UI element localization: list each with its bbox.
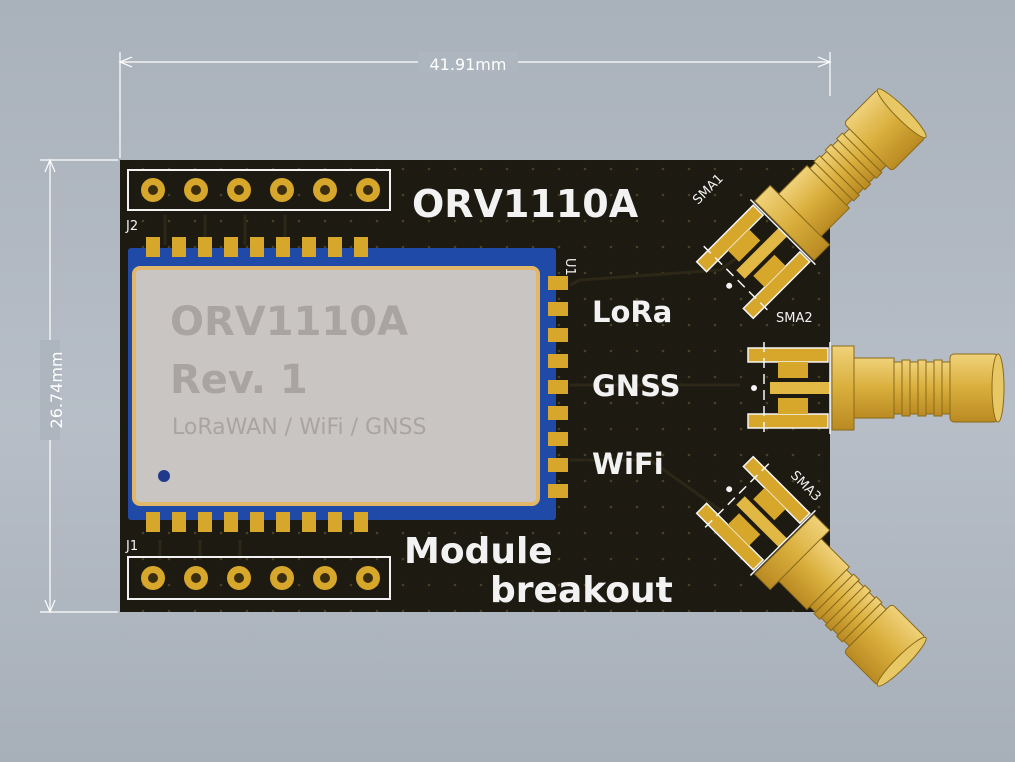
header-j1-label: J1	[125, 539, 138, 554]
width-dimension-label: 41.91mm	[430, 55, 507, 74]
header-j1-pins	[141, 566, 380, 590]
header-j1	[127, 556, 391, 600]
module-pin1-dot	[158, 470, 170, 482]
header-j2-label: J2	[125, 219, 138, 234]
height-dimension-label: 26.74mm	[47, 352, 66, 429]
board-title: ORV1110A	[412, 182, 639, 226]
header-j2	[127, 169, 391, 211]
board-subtitle-line2: breakout	[490, 570, 673, 611]
module-top-pads	[146, 237, 368, 257]
board-subtitle-line1: Module	[404, 531, 553, 572]
module-bottom-pads	[146, 512, 368, 532]
module-shield	[132, 266, 540, 506]
port-label-wifi: WiFi	[592, 447, 664, 481]
port-label-gnss: GNSS	[592, 369, 681, 403]
sma2-connector	[747, 341, 1005, 435]
sma2-label: SMA2	[776, 311, 813, 326]
module-ref-label: U1	[562, 258, 577, 276]
header-j2-pins	[141, 178, 380, 202]
module-name: ORV1110A	[170, 299, 408, 345]
port-label-lora: LoRa	[592, 295, 672, 329]
module-right-pads	[548, 276, 568, 498]
module-features: LoRaWAN / WiFi / GNSS	[172, 415, 426, 440]
module-revision: Rev. 1	[170, 357, 308, 403]
